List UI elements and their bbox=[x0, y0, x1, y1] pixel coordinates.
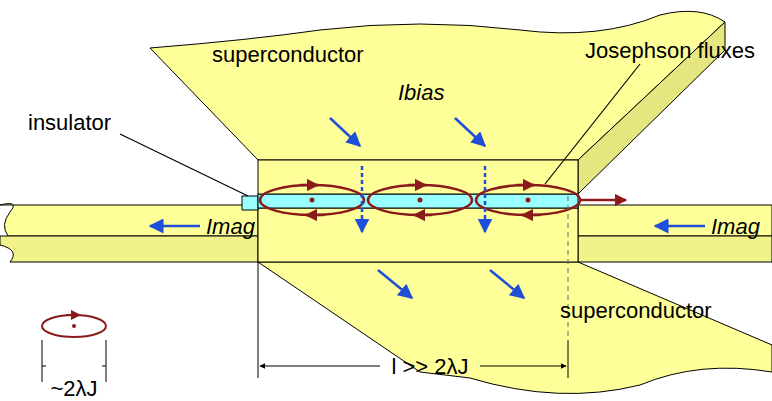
part-name: superconductor bbox=[212, 44, 364, 66]
part-name: Josephson fluxes bbox=[585, 40, 755, 62]
dimension: l >> 2λJ bbox=[391, 356, 468, 378]
part-name: superconductor bbox=[560, 300, 712, 322]
current-label: Ibias bbox=[398, 82, 444, 104]
part-name: insulator bbox=[28, 112, 111, 134]
dimension: ~2λJ bbox=[50, 378, 97, 400]
current-label: Imag bbox=[206, 216, 255, 238]
current-label: Imag bbox=[711, 216, 760, 238]
